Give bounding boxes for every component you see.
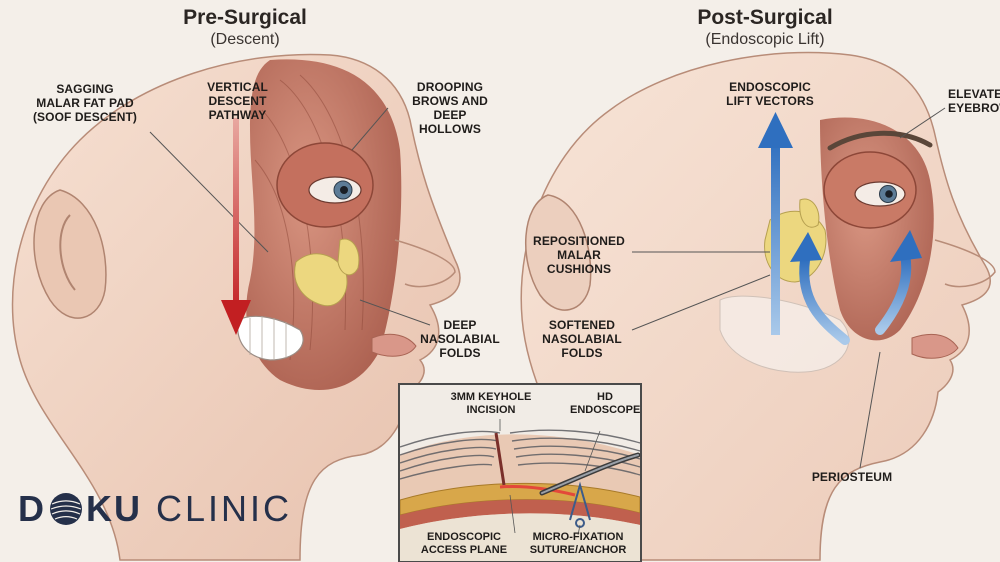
post-surgical-title: Post-Surgical (Endoscopic Lift): [650, 6, 880, 50]
pre-surgical-subtitle: (Descent): [130, 30, 360, 50]
pre-surgical-title: Pre-Surgical (Descent): [130, 6, 360, 50]
inset-label-keyhole: 3mm KEYHOLE INCISION: [426, 391, 556, 417]
label-repositioned-cushions: REPOSITIONED MALAR CUSHIONS: [524, 234, 634, 276]
logo-text-ku: KU: [86, 488, 142, 530]
post-surgical-heading: Post-Surgical: [650, 6, 880, 30]
label-sagging-fat-pad: SAGGING MALAR FAT PAD (SOOF DESCENT): [20, 82, 150, 124]
incision-inset: 3mm KEYHOLE INCISION HD ENDOSCOPE ENDOSC…: [398, 383, 642, 562]
pre-surgical-heading: Pre-Surgical: [130, 6, 360, 30]
lift-arrow-1-shaft: [771, 140, 780, 335]
label-drooping-brows: DROOPING BROWS AND DEEP HOLLOWS: [400, 80, 500, 136]
logo-disc-icon: [49, 492, 83, 526]
label-periosteum: PERIOSTEUM: [806, 470, 898, 484]
label-softened-nasolabial: SOFTENED NASOLABIAL FOLDS: [532, 318, 632, 360]
inset-label-access-plane: ENDOSCOPIC ACCESS PLANE: [414, 531, 514, 557]
inset-label-endoscope: HD ENDOSCOPE: [570, 391, 640, 417]
logo-text-clinic: CLINIC: [156, 488, 292, 530]
label-lift-vectors: ENDOSCOPIC LIFT VECTORS: [715, 80, 825, 108]
label-deep-nasolabial: DEEP NASOLABIAL FOLDS: [410, 318, 510, 360]
label-vertical-descent: VERTICAL DESCENT PATHWAY: [190, 80, 285, 122]
label-elevated-eyebrows: ELEVATED EYEBROWS: [948, 87, 1000, 115]
inset-label-micro-fixation: MICRO-FIXATION SUTURE/ANCHOR: [518, 531, 638, 557]
doku-clinic-logo: D KU CLINIC: [18, 486, 292, 532]
descent-arrow-shaft: [233, 118, 239, 318]
left-face: [13, 54, 460, 560]
post-surgical-subtitle: (Endoscopic Lift): [650, 30, 880, 50]
logo-text-d: D: [18, 488, 46, 530]
